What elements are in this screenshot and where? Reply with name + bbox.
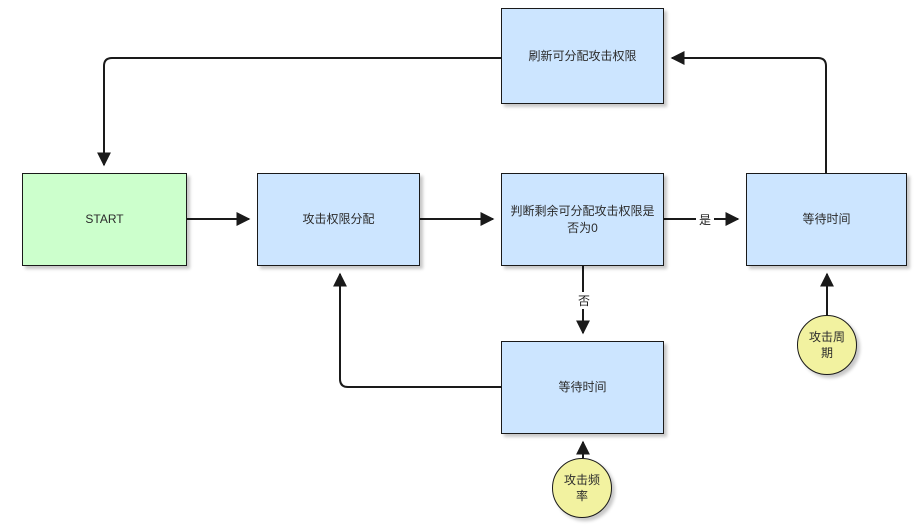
node-attack-permission-assign[interactable]: 攻击权限分配 xyxy=(257,173,420,266)
node-label: 判断剩余可分配攻击权限是否为0 xyxy=(510,204,655,235)
node-label: START xyxy=(85,212,124,227)
node-decision-remaining-permission[interactable]: 判断剩余可分配攻击权限是否为0 xyxy=(501,173,664,266)
node-refresh-permission[interactable]: 刷新可分配攻击权限 xyxy=(501,8,664,104)
node-wait-time-right[interactable]: 等待时间 xyxy=(746,173,907,266)
node-start[interactable]: START xyxy=(22,173,187,266)
edge-label-yes: 是 xyxy=(696,211,715,228)
node-label: 刷新可分配攻击权限 xyxy=(528,48,637,63)
node-label: 等待时间 xyxy=(558,380,607,395)
node-label: 攻击权限分配 xyxy=(302,212,375,227)
edge-label-no: 否 xyxy=(575,292,594,309)
node-label: 等待时间 xyxy=(802,212,851,227)
node-attack-frequency[interactable]: 攻击频率 xyxy=(552,458,612,518)
edge-waitmid-to-assign xyxy=(333,272,501,388)
node-label: 攻击频率 xyxy=(563,472,600,503)
node-wait-time-middle[interactable]: 等待时间 xyxy=(501,341,664,434)
node-attack-cycle[interactable]: 攻击周期 xyxy=(797,315,857,375)
edge-waitright-to-refresh xyxy=(670,51,827,173)
edge-refresh-to-start xyxy=(97,57,501,167)
node-label: 攻击周期 xyxy=(808,329,845,360)
